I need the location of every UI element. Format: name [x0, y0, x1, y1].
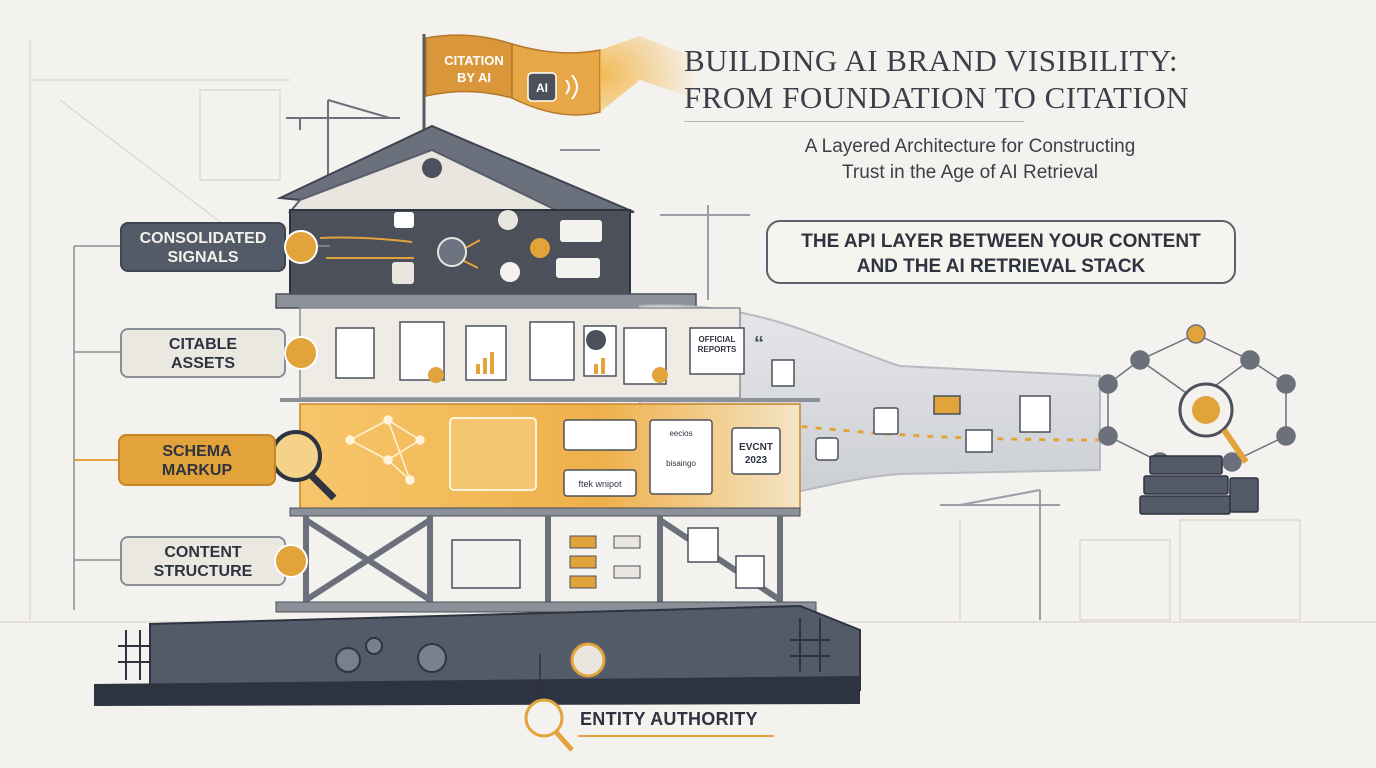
schema-card-text: bisaingo: [666, 459, 696, 468]
flag-icon: [422, 34, 700, 140]
signal-waves-icon: [565, 74, 578, 100]
magnifier-icon: [284, 336, 318, 370]
award-ribbon-icon: [652, 367, 668, 383]
entity-authority-label: ENTITY AUTHORITY: [580, 709, 758, 729]
ai-chip-icon: [527, 72, 557, 102]
calendar-icon: [731, 427, 781, 475]
building-roof: [276, 124, 635, 213]
code-window-icon: [449, 417, 537, 491]
title-line: FROM FOUNDATION TO CITATION: [684, 80, 1190, 115]
subtitle-line: A Layered Architecture for Constructing: [804, 136, 1136, 157]
magnifier-icon: [524, 698, 564, 738]
document-icon: [1019, 395, 1051, 433]
flag-line: BY AI: [457, 70, 491, 85]
layer-label-citable-assets: CITABLE ASSETS: [120, 328, 286, 378]
ai-badge-text: AI: [536, 81, 548, 95]
callout-line: THE API LAYER BETWEEN YOUR CONTENT: [801, 231, 1201, 252]
floor-slab: [275, 601, 817, 613]
flowchart-icon: [569, 535, 641, 589]
magnifier-handle: [554, 730, 574, 752]
title-divider: [684, 121, 1024, 122]
layer-label-text: ASSETS: [170, 355, 235, 372]
gear-icon: [335, 647, 361, 673]
schema-card-text: ftek wnipot: [578, 479, 622, 489]
compass-icon: [570, 642, 606, 678]
official-reports-text: REPORTS: [698, 345, 737, 354]
layer-label-text: STRUCTURE: [153, 563, 253, 580]
gear-icon: [365, 637, 383, 655]
floor-slab: [275, 293, 697, 309]
flag-label: CITATION BY AI: [432, 52, 516, 86]
link-icon: [392, 262, 414, 284]
foundation-base: [94, 676, 860, 706]
page-subtitle: A Layered Architecture for Constructing …: [700, 134, 1240, 186]
document-icon: [735, 555, 765, 589]
crane-icon: [660, 205, 1060, 620]
chat-bubble-icon: [560, 220, 602, 242]
title-line: BUILDING AI BRAND VISIBILITY:: [684, 43, 1179, 78]
open-book-icon: [451, 539, 521, 589]
document-icon: [335, 321, 795, 387]
thumbs-up-icon: [530, 238, 550, 258]
server-icon: [1139, 455, 1259, 515]
layer-label-text: CONSOLIDATED: [139, 230, 267, 247]
bar-chart-icon: [476, 352, 605, 374]
award-ribbon-icon: [428, 367, 444, 383]
official-reports-text: OFFICIAL: [699, 335, 736, 344]
page-title: BUILDING AI BRAND VISIBILITY: FROM FOUND…: [684, 42, 1284, 116]
crane-icon: [286, 99, 400, 180]
layer-label-text: CITABLE: [168, 336, 238, 353]
envelope-icon: [933, 395, 961, 415]
floor-slab: [280, 398, 820, 402]
layer-label-text: CONTENT: [164, 544, 242, 561]
magnifier-icon: [284, 230, 318, 264]
network-node-icon: [815, 437, 839, 461]
floor-slab: [289, 507, 801, 517]
layer-label-text: MARKUP: [161, 462, 233, 479]
recipe-card: [649, 419, 713, 495]
edit-icon: [498, 210, 518, 230]
star-rating-icon: [563, 419, 637, 451]
neural-network-icon: [345, 415, 425, 485]
chat-bubble-icon: [394, 212, 414, 228]
entity-authority-underline: [578, 735, 774, 737]
layer-label-text: SIGNALS: [167, 249, 239, 266]
flag-line: CITATION: [444, 53, 504, 68]
subtitle-line: Trust in the Age of AI Retrieval: [842, 162, 1098, 183]
star-rating-icon: [556, 258, 600, 278]
magnifier-icon: [274, 544, 308, 578]
layer-label-consolidated-signals: CONSOLIDATED SIGNALS: [120, 222, 286, 272]
gear-icon: [417, 643, 447, 673]
magnifier-handle: [309, 473, 337, 501]
magnifier-icon: [270, 430, 322, 482]
share-node-icon: [437, 237, 467, 267]
rebar-grid: [118, 618, 830, 680]
label-connectors: [73, 245, 330, 610]
pie-chart-icon: [586, 330, 606, 350]
heart-icon: [500, 262, 520, 282]
brain-icon: [1192, 396, 1220, 424]
callout-line: AND THE AI RETRIEVAL STACK: [856, 256, 1146, 277]
event-text: EVCNT: [739, 442, 773, 453]
ai-neural-network-icon: [1098, 324, 1296, 472]
layer-label-text: SCHEMA: [162, 443, 232, 460]
document-icon: [965, 429, 993, 453]
floor-schema-markup: [299, 403, 801, 511]
layer-label-schema-markup: SCHEMA MARKUP: [118, 434, 276, 486]
checklist-card: [563, 469, 637, 497]
event-text: 2023: [745, 455, 768, 466]
layer-label-content-structure: CONTENT STRUCTURE: [120, 536, 286, 586]
api-layer-callout: THE API LAYER BETWEEN YOUR CONTENT AND T…: [766, 220, 1236, 284]
table-icon: [873, 407, 899, 435]
magnifier-handle: [1221, 428, 1249, 464]
schema-card-text: eecios: [669, 429, 692, 438]
document-icon: [687, 527, 719, 563]
quote-icon: “: [754, 333, 764, 355]
